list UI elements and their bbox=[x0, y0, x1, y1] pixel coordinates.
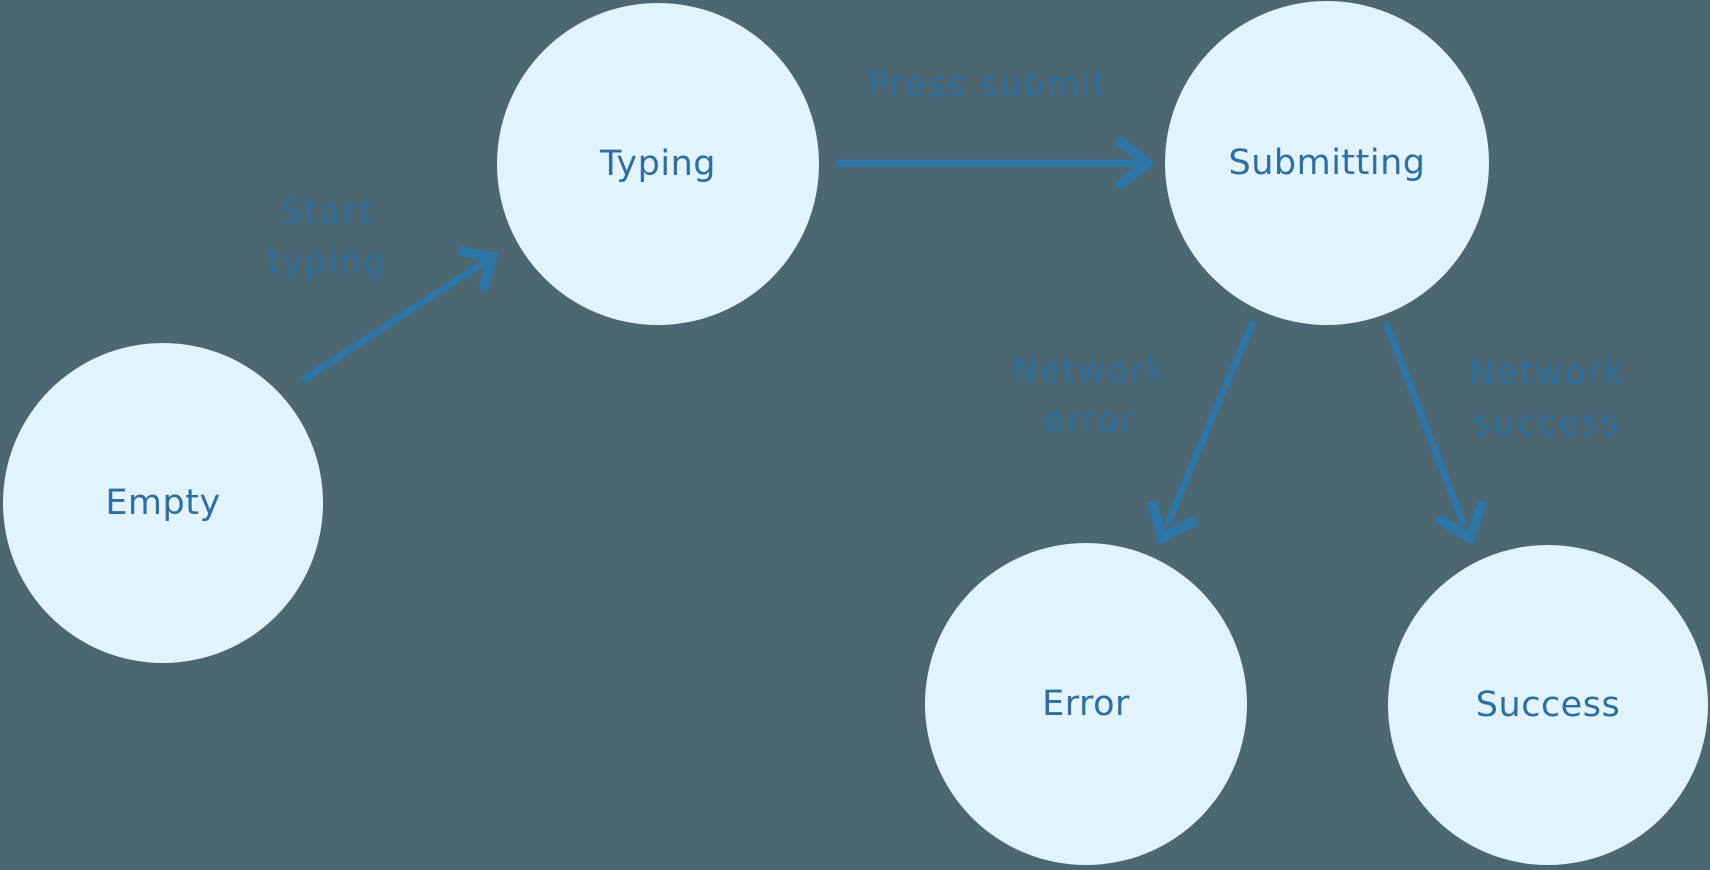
transition-label-network-error: Network error bbox=[940, 346, 1240, 446]
transition-label-network-success: Network success bbox=[1397, 348, 1697, 448]
arrow-submitting-to-success bbox=[1382, 321, 1488, 546]
arrow-head-icon bbox=[1147, 499, 1199, 546]
transition-label-line: Start bbox=[280, 192, 374, 232]
arrow-shaft bbox=[1163, 319, 1257, 527]
arrow-head-icon bbox=[1113, 135, 1156, 191]
state-label-typing: Typing bbox=[600, 144, 716, 184]
state-node-error: Error bbox=[925, 543, 1247, 865]
transition-label-line: error bbox=[1043, 401, 1137, 441]
transition-label-press-submit: Press submit bbox=[838, 60, 1138, 110]
arrow-typing-to-submitting bbox=[836, 135, 1156, 191]
state-label-error: Error bbox=[1042, 684, 1130, 724]
transition-label-line: Press submit bbox=[867, 65, 1109, 105]
arrow-empty-to-typing bbox=[301, 246, 499, 383]
arrow-submitting-to-error bbox=[1147, 319, 1257, 546]
state-node-typing: Typing bbox=[497, 3, 819, 325]
transition-label-line: Network bbox=[1469, 353, 1625, 393]
state-label-success: Success bbox=[1475, 685, 1621, 725]
state-label-submitting: Submitting bbox=[1228, 143, 1426, 183]
arrow-head-icon bbox=[458, 246, 499, 292]
arrow-shaft bbox=[1382, 321, 1468, 527]
state-label-empty: Empty bbox=[105, 483, 221, 523]
arrow-shaft bbox=[301, 258, 488, 383]
transition-label-line: Network bbox=[1012, 351, 1168, 391]
transition-label-line: typing bbox=[267, 242, 387, 282]
state-node-success: Success bbox=[1388, 545, 1708, 865]
transition-label-start-typing: Start typing bbox=[177, 187, 477, 287]
state-node-empty: Empty bbox=[3, 343, 323, 663]
arrow-head-icon bbox=[1434, 500, 1488, 546]
transition-label-line: success bbox=[1473, 403, 1621, 443]
state-node-submitting: Submitting bbox=[1165, 1, 1489, 325]
